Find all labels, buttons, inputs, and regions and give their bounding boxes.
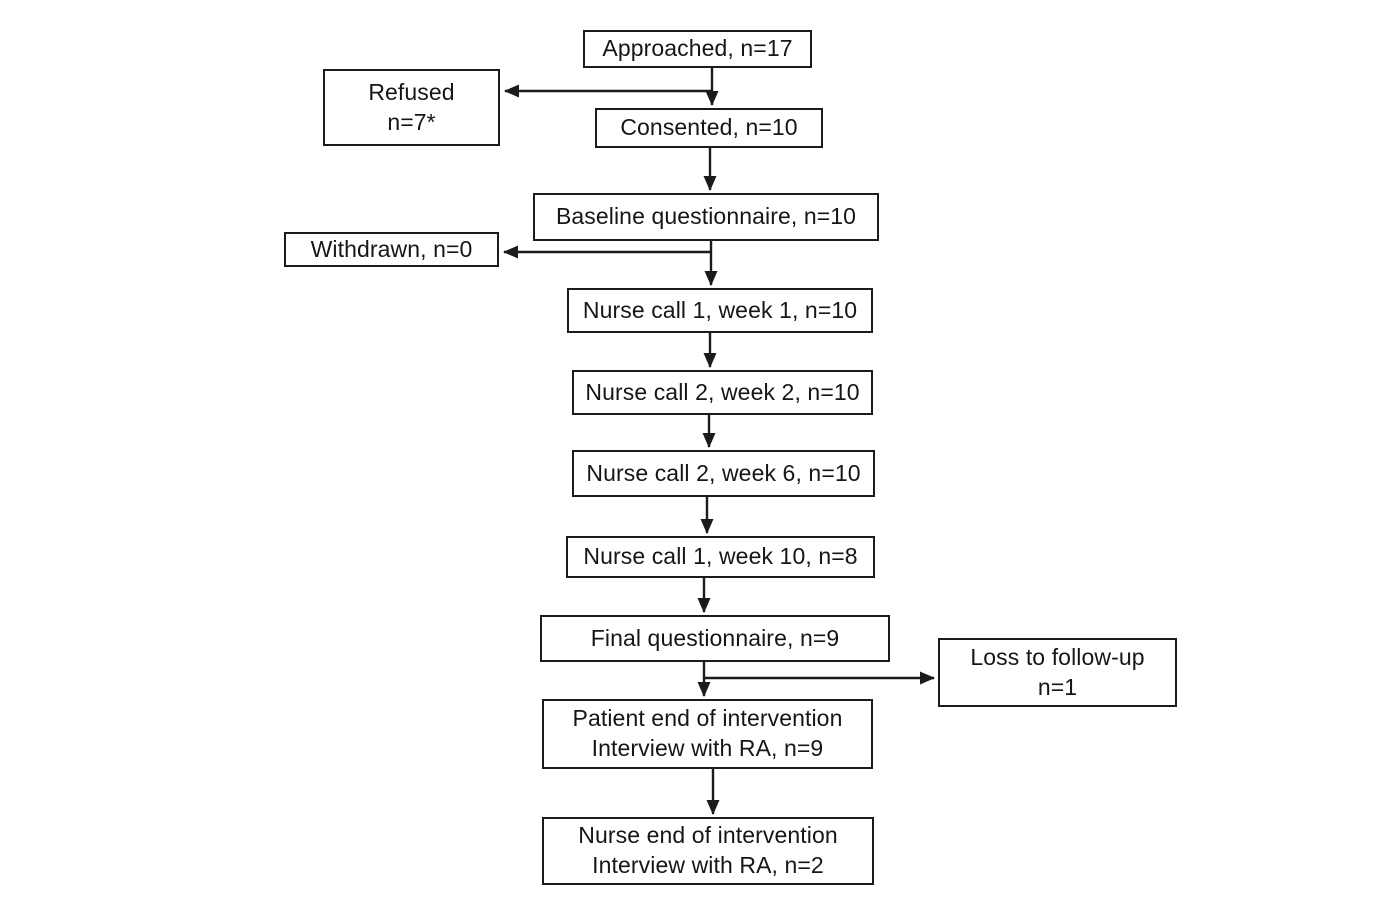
box-baseline-questionnaire: Baseline questionnaire, n=10 [533, 193, 879, 241]
box-baseline-questionnaire-label: Baseline questionnaire, n=10 [555, 203, 857, 230]
box-patient-end-interview-label-line2: Interview with RA, n=9 [591, 735, 824, 761]
box-nurse-end-interview-label-line1: Nurse end of intervention [578, 822, 838, 849]
box-withdrawn-label: Withdrawn, n=0 [310, 235, 473, 262]
box-nurse-call-1-week-10: Nurse call 1, week 10, n=8 [566, 536, 875, 578]
box-refused-label-line2: n=7* [387, 108, 436, 135]
box-refused-label-line1: Refused [368, 78, 455, 105]
box-withdrawn: Withdrawn, n=0 [284, 232, 499, 267]
box-nurse-call-2-week-6: Nurse call 2, week 6, n=10 [572, 450, 875, 497]
box-nurse-call-1-week-1-label: Nurse call 1, week 1, n=10 [582, 296, 858, 323]
box-loss-to-follow-up: Loss to follow-up n=1 [938, 638, 1177, 707]
box-nurse-call-2-week-2-label: Nurse call 2, week 2, n=10 [585, 378, 860, 405]
box-nurse-call-2-week-2: Nurse call 2, week 2, n=10 [572, 370, 873, 415]
box-refused: Refused n=7* [323, 69, 500, 146]
box-consented-label: Consented, n=10 [620, 114, 798, 141]
box-nurse-call-1-week-1: Nurse call 1, week 1, n=10 [567, 288, 873, 333]
box-nurse-call-2-week-6-label: Nurse call 2, week 6, n=10 [586, 459, 861, 486]
box-loss-to-follow-up-label-line1: Loss to follow-up [970, 643, 1145, 670]
box-final-questionnaire: Final questionnaire, n=9 [540, 615, 890, 662]
box-approached-label: Approached, n=17 [602, 35, 793, 62]
box-nurse-call-1-week-10-label: Nurse call 1, week 10, n=8 [583, 543, 858, 570]
box-loss-to-follow-up-label-line2: n=1 [1037, 673, 1078, 700]
box-patient-end-interview-label-line1: Patient end of intervention [572, 705, 843, 732]
box-nurse-end-interview: Nurse end of intervention Interview with… [542, 817, 874, 885]
box-patient-end-interview: Patient end of intervention Interview wi… [542, 699, 873, 769]
box-final-questionnaire-label: Final questionnaire, n=9 [590, 624, 840, 651]
box-approached: Approached, n=17 [583, 30, 812, 68]
box-nurse-end-interview-label-line2: Interview with RA, n=2 [592, 852, 824, 878]
box-consented: Consented, n=10 [595, 108, 823, 148]
